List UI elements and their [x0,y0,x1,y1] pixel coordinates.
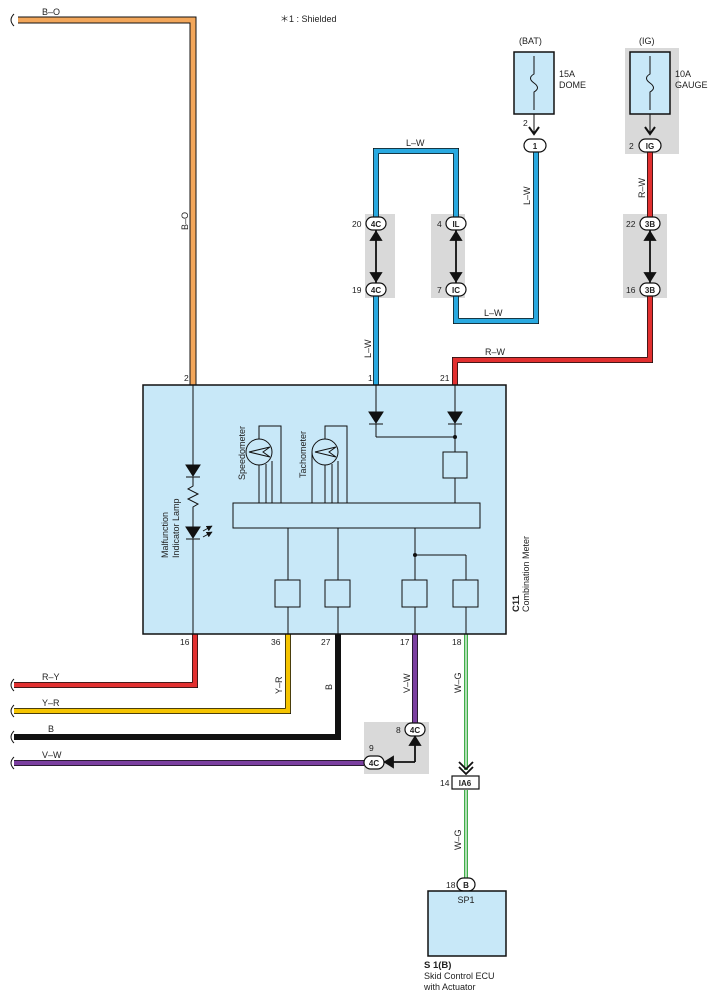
j3b-top-label: 3B [645,220,655,229]
wire-b-o [18,16,197,385]
speedometer-label: Speedometer [237,426,247,480]
connector-1-label: 1 [533,142,538,151]
meter-pin-36: 36 [271,637,281,647]
gauge-fuse-amp: 10A [675,69,691,79]
j4c-8-pin: 8 [396,725,401,735]
wire-l-w [373,148,539,385]
wire-label-rw-meter: R–W [485,347,506,357]
meter-pin-18: 18 [452,637,462,647]
dome-fuse-amp: 15A [559,69,575,79]
wire-y-r [14,634,291,714]
j4c-8-label: 4C [410,726,420,735]
wire-label-yr: Y–R [42,698,60,708]
ig-pin: 2 [629,141,634,151]
sp1-pin: 18 [446,880,456,890]
fuse-dome [513,51,555,136]
wire-label-b: B [48,724,54,734]
j4c-top-label: 4C [371,220,381,229]
connector-ig-label: IG [646,142,654,151]
wire-v-w [14,634,418,766]
j3b-bot-label: 3B [645,286,655,295]
mil-label-line2: Indicator Lamp [171,498,181,558]
ecu-name-line1: Skid Control ECU [424,971,495,981]
jic-pin: 7 [437,285,442,295]
wire-label-ry: R–Y [42,672,60,682]
wire-label-bo-top: B–O [42,7,60,17]
ia6-pin: 14 [440,778,450,788]
wire-label-wg-vert: W–G [453,672,463,693]
j4c-bot-label: 4C [371,286,381,295]
ia6-chevrons [458,761,474,776]
wire-label-lw-meter: L–W [363,339,373,358]
wire-label-yr-vert: Y–R [274,676,284,694]
meter-pin-16: 16 [180,637,190,647]
fuse-gauge [629,51,671,136]
connector-ia6 [451,775,480,790]
j4c-top-pin: 20 [352,219,362,229]
dome-fuse-name: DOME [559,80,586,90]
wire-label-rw-vert: R–W [637,177,647,198]
shielded-note: ＊1 : Shielded [280,14,337,24]
jic-label: IC [452,286,460,295]
wire-label-lw-top: L–W [406,138,425,148]
wire-label-wg-lower: W–G [453,829,463,850]
wire-label-bo-vert: B–O [180,212,190,230]
meter-pin-2: 2 [184,373,189,383]
meter-pin-27: 27 [321,637,331,647]
j4c-9-label: 4C [369,759,379,768]
jil-label: IL [452,220,459,229]
ecu-connector-label: SP1 [457,895,474,905]
bat-pin: 2 [523,118,528,128]
wire-b [14,634,341,740]
wire-label-vw: V–W [42,750,62,760]
meter-pin-17: 17 [400,637,410,647]
ecu-id: S 1(B) [424,960,451,971]
tachometer-label: Tachometer [298,431,308,478]
jil-pin: 4 [437,219,442,229]
j4c-9-pin: 9 [369,743,374,753]
ecu-name-line2: with Actuator [423,982,476,992]
bat-label: (BAT) [519,36,542,46]
j3b-top-pin: 22 [626,219,636,229]
wire-r-w [452,152,653,385]
mil-label-line1: Malfunction [160,512,170,558]
junction-arrows [369,230,657,769]
sp1-pin-letter: B [463,881,469,890]
meter-internals [185,385,481,634]
junction-dots [413,435,457,557]
gauge-fuse-name: GAUGE [675,80,708,90]
meter-id: C11 [511,594,522,612]
meter-name: Combination Meter [521,536,531,612]
connector-ovals [363,138,662,892]
wire-r-y [14,634,198,688]
meter-pin-21: 21 [440,373,450,383]
meter-pin-1: 1 [368,373,373,383]
j3b-bot-pin: 16 [626,285,636,295]
wire-label-lw-right: L–W [522,186,532,205]
ia6-label: IA6 [459,779,472,788]
skid-control-ecu-box [427,890,507,957]
wire-label-lw-bottom: L–W [484,308,503,318]
ig-label: (IG) [639,36,655,46]
wire-label-vw-vert: V–W [402,673,412,693]
j4c-bot-pin: 19 [352,285,362,295]
wire-label-b-vert: B [324,684,334,690]
wire-break-marks [10,13,15,770]
